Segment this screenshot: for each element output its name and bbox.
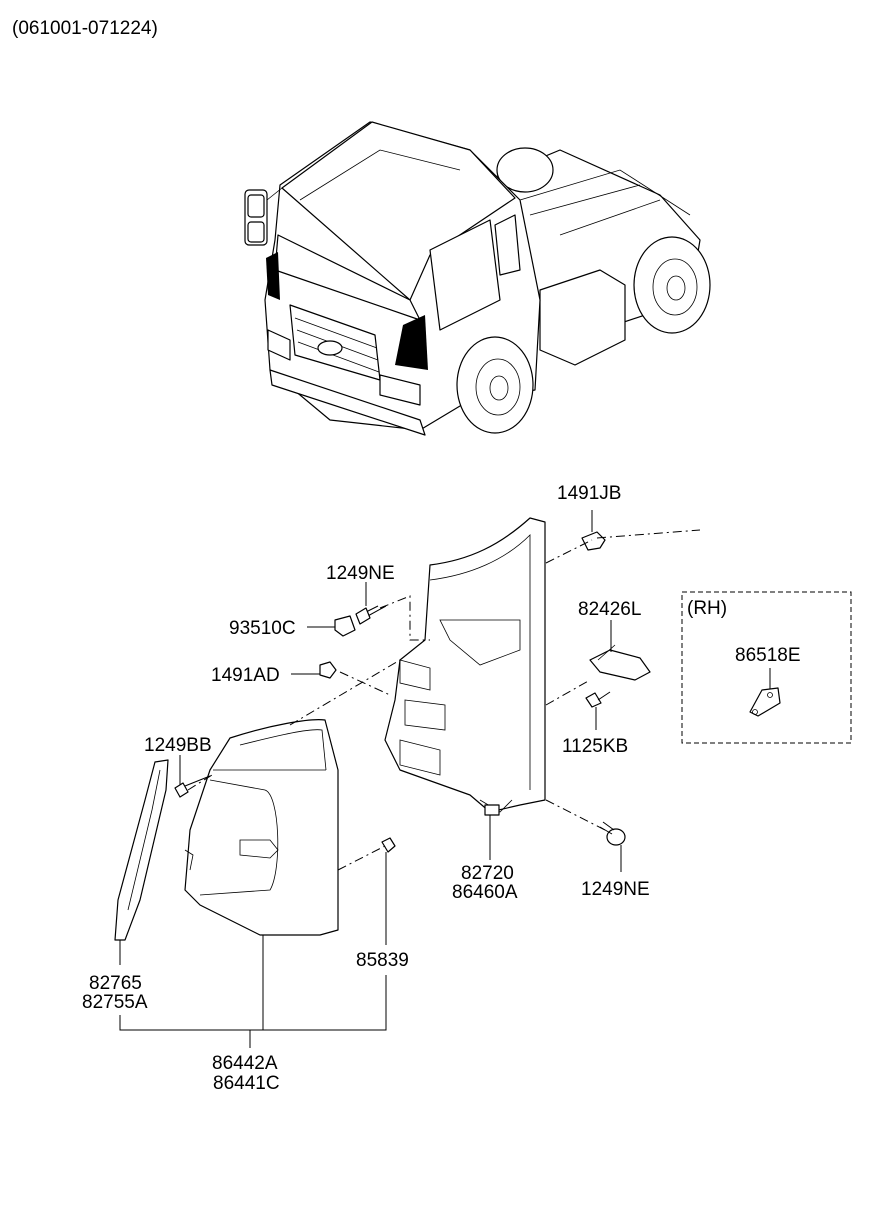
label-93510c: 93510C xyxy=(229,618,296,639)
outer-corner-panel xyxy=(184,719,339,936)
label-86442a: 86442A xyxy=(212,1053,278,1074)
trim-strip xyxy=(114,759,169,941)
label-86441c: 86441C xyxy=(213,1073,280,1094)
label-1249ne-bottom: 1249NE xyxy=(581,879,650,900)
left-corner-panel-highlight xyxy=(266,252,280,300)
label-82755a: 82755A xyxy=(82,992,148,1013)
label-85839: 85839 xyxy=(356,950,409,971)
truck-illustration xyxy=(244,121,711,436)
label-1491jb: 1491JB xyxy=(557,483,621,504)
screw-1125kb-icon xyxy=(585,691,611,708)
fastener-1491jb-icon xyxy=(581,531,606,551)
label-1125kb: 1125KB xyxy=(562,736,628,757)
label-86460a: 86460A xyxy=(452,882,518,903)
bracket-86518e-icon xyxy=(749,687,781,717)
label-1249ne-top: 1249NE xyxy=(326,563,395,584)
label-1491ad: 1491AD xyxy=(211,665,280,686)
label-1249bb: 1249BB xyxy=(144,735,212,756)
emblem-icon xyxy=(317,340,343,356)
clip-1491ad-icon xyxy=(319,661,337,679)
inner-corner-panel xyxy=(384,517,546,816)
right-corner-panel-highlight xyxy=(395,315,428,370)
inset-rh-label: (RH) xyxy=(687,598,727,619)
cap-93510c-icon xyxy=(334,615,356,637)
label-82765: 82765 xyxy=(89,973,142,994)
rear-wheel-icon xyxy=(633,236,711,334)
label-86518e: 86518E xyxy=(735,645,801,666)
clip-85839-icon xyxy=(381,837,396,853)
date-range-label: (061001-071224) xyxy=(12,18,158,39)
label-82426l: 82426L xyxy=(578,599,641,620)
rh-inset-box xyxy=(681,591,852,744)
screw-1249ne-top-icon xyxy=(355,605,387,625)
label-82720: 82720 xyxy=(461,863,514,884)
bracket-82426l xyxy=(589,644,651,681)
screw-1249ne-bottom-icon xyxy=(599,821,626,846)
front-wheel-icon xyxy=(456,336,534,434)
screw-1249bb-icon xyxy=(174,775,211,798)
